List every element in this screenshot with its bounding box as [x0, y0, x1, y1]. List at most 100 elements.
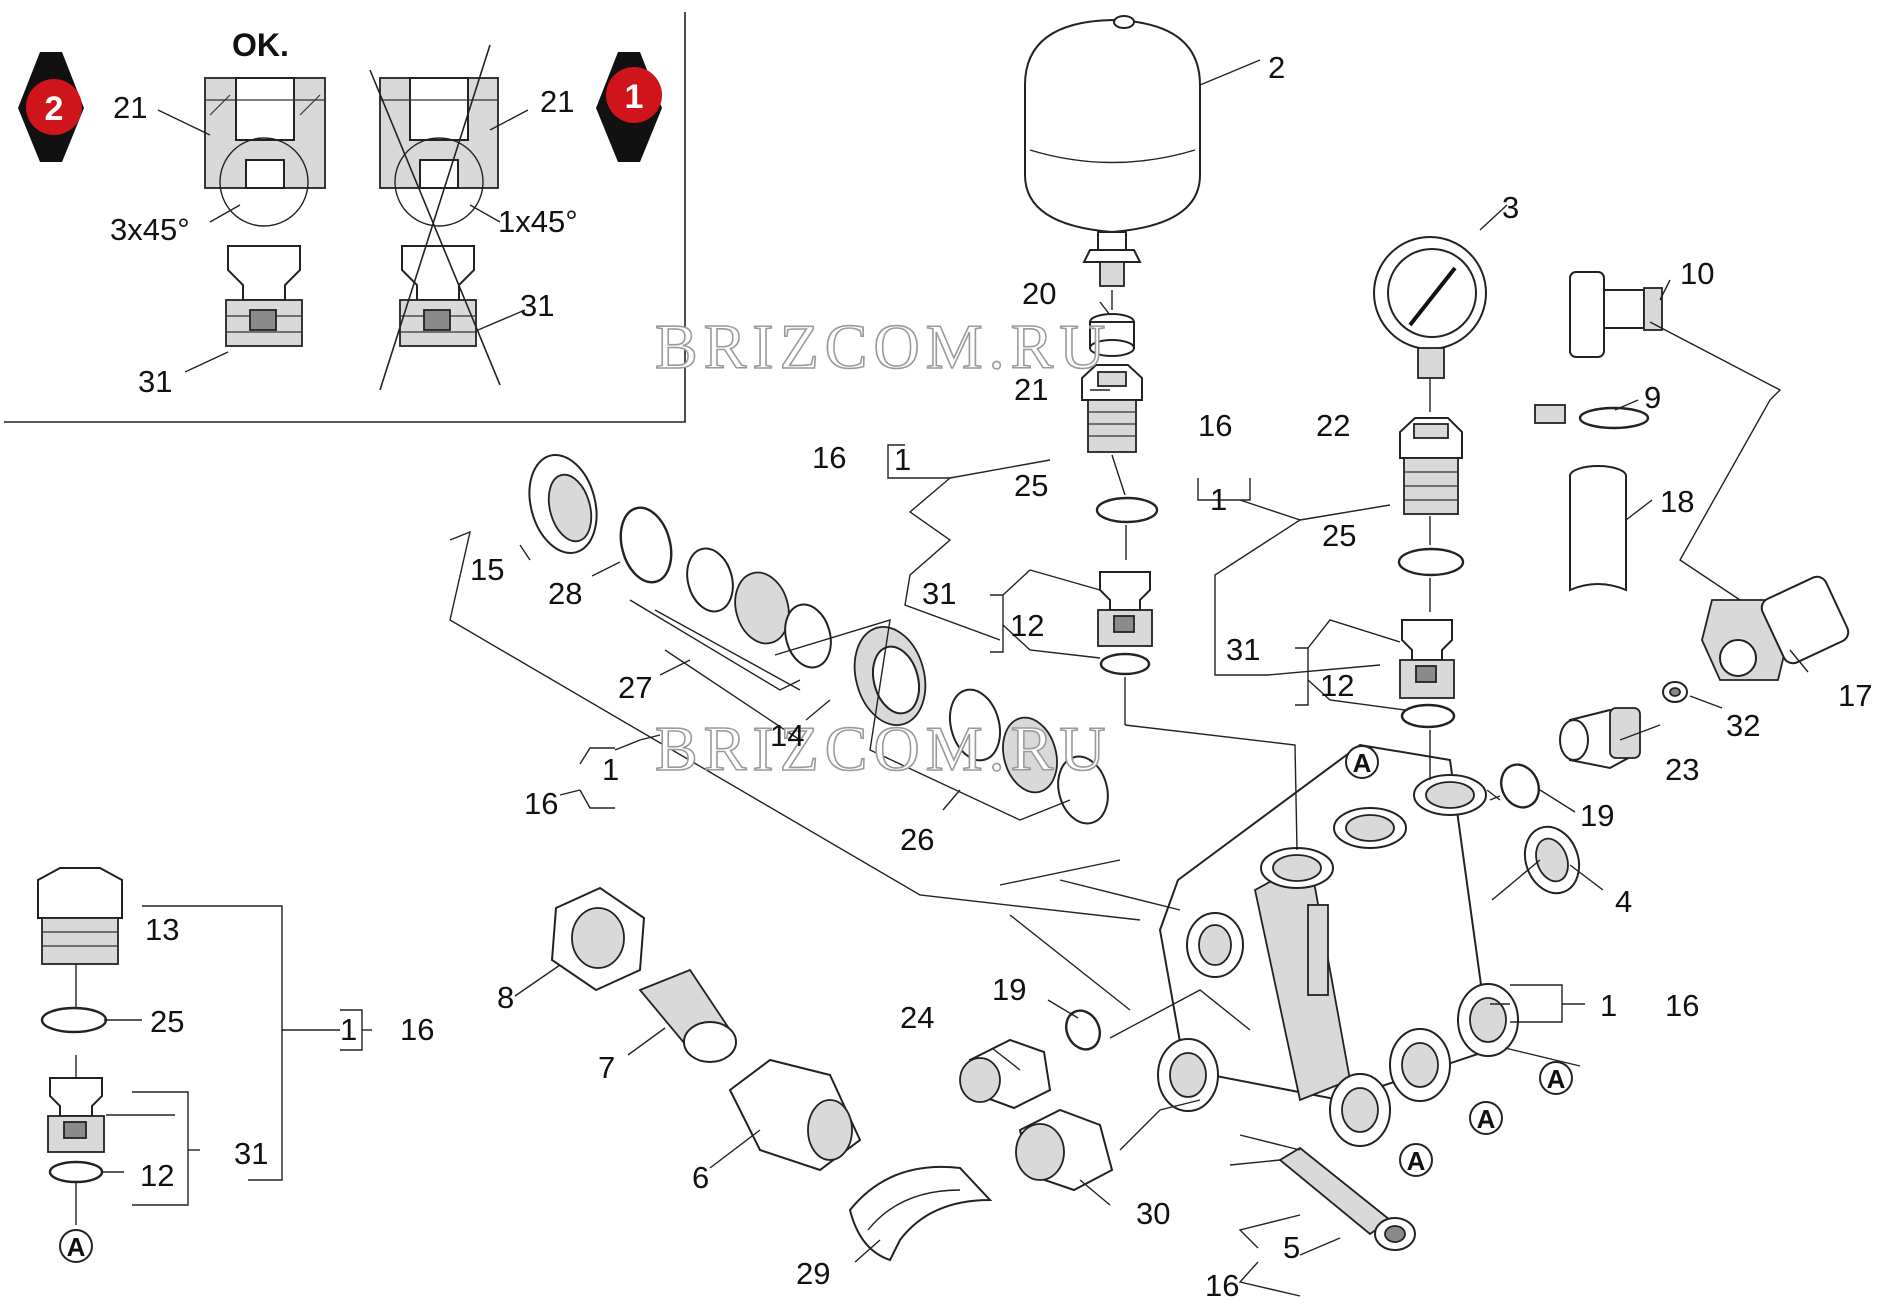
label-12-a: 12 — [1010, 608, 1044, 643]
leader-lines — [75, 59, 1809, 1297]
label-14: 14 — [770, 718, 804, 753]
svg-text:A: A — [1477, 1104, 1496, 1134]
screw-5 — [1278, 1146, 1416, 1251]
label-32: 32 — [1726, 708, 1760, 743]
valve-31-a — [1097, 571, 1153, 647]
label-20: 20 — [1022, 276, 1056, 311]
label-17: 17 — [1838, 678, 1872, 713]
label-31-a: 31 — [922, 576, 956, 611]
seal-stack — [528, 453, 1109, 825]
marker-a-4: A — [1399, 1143, 1433, 1177]
label-31-b: 31 — [1226, 632, 1260, 667]
label-23: 23 — [1665, 752, 1699, 787]
valve-31-c — [47, 1077, 105, 1153]
hose-nozzle-7 — [638, 968, 737, 1063]
label-16-upper-left: 16 — [812, 440, 846, 475]
label-7: 7 — [598, 1050, 615, 1085]
label-22: 22 — [1316, 408, 1350, 443]
label-12-b: 12 — [1320, 668, 1354, 703]
watermark-top: BRIZCOM.RU — [655, 311, 1112, 382]
label-29: 29 — [796, 1256, 830, 1291]
oring-12-c — [48, 1160, 104, 1184]
oring-19-b — [1065, 1009, 1101, 1051]
valve-31-b — [1399, 619, 1455, 699]
inset-label-21-left: 21 — [113, 90, 147, 125]
inset-label-31-right: 31 — [520, 288, 554, 323]
label-25-b: 25 — [1322, 518, 1356, 553]
pump-head-body — [1157, 743, 1519, 1147]
ring-27-c — [784, 603, 832, 669]
hose-18 — [1569, 465, 1627, 592]
svg-text:A: A — [1547, 1064, 1566, 1094]
ring-26-b — [1002, 716, 1058, 794]
label-10: 10 — [1680, 256, 1714, 291]
label-31-c: 31 — [234, 1136, 268, 1171]
plug-13 — [37, 867, 123, 965]
fitting-22 — [1399, 417, 1463, 515]
crossout-line-a — [369, 69, 501, 386]
label-16-left: 16 — [400, 1012, 434, 1047]
fitting-24 — [959, 1038, 1052, 1110]
oring-28 — [619, 506, 673, 584]
label-28: 28 — [548, 576, 582, 611]
valve-good — [225, 245, 303, 347]
oring-25-b — [1397, 547, 1465, 577]
badge-bad-circle — [606, 67, 662, 123]
label-25-c: 25 — [150, 1004, 184, 1039]
label-16-upper-right: 16 — [1198, 408, 1232, 443]
label-2: 2 — [1268, 50, 1285, 85]
label-13: 13 — [145, 912, 179, 947]
label-27: 27 — [618, 670, 652, 705]
oring-25-a — [1095, 496, 1159, 524]
label-24: 24 — [900, 1000, 934, 1035]
marker-a-1: A — [1345, 745, 1379, 779]
svg-text:A: A — [67, 1232, 86, 1262]
fitting-21 — [1081, 364, 1143, 453]
label-16-bottom: 16 — [1205, 1268, 1239, 1303]
oring-12-a — [1099, 652, 1151, 676]
part-labels: 2 3 10 20 21 9 22 16 16 1 1 25 18 25 15 … — [140, 50, 1872, 1303]
badge-bad-number: 1 — [625, 78, 644, 116]
clamp-9 — [1534, 404, 1650, 430]
nipple-23 — [1559, 707, 1641, 770]
reference-markers: A A A A A — [59, 745, 1573, 1263]
inset-label-31-left: 31 — [138, 364, 172, 399]
label-12-c: 12 — [140, 1158, 174, 1193]
elbow-17 — [1701, 575, 1850, 681]
nipple-30 — [1015, 1108, 1114, 1192]
ring-27-b — [734, 571, 790, 645]
oring-19-a — [1500, 763, 1540, 809]
plug-4 — [1523, 825, 1581, 895]
label-6: 6 — [692, 1160, 709, 1195]
label-16-mid: 16 — [524, 786, 558, 821]
pressure-gauge — [1373, 236, 1487, 379]
marker-a-2: A — [1539, 1061, 1573, 1095]
fitting-section-bad — [379, 77, 499, 227]
label-4: 4 — [1615, 884, 1632, 919]
label-9: 9 — [1644, 380, 1661, 415]
detail-inset: OK. 2 1 — [4, 12, 686, 423]
watermark-middle: BRIZCOM.RU — [655, 713, 1112, 784]
nipple-6 — [728, 1058, 862, 1172]
accumulator-tank — [1024, 15, 1201, 287]
fitting-section-good — [204, 77, 326, 227]
badge-good-number: 2 — [45, 90, 64, 128]
label-18: 18 — [1660, 484, 1694, 519]
label-1-upper-left: 1 — [894, 442, 911, 477]
marker-a-3: A — [1469, 1101, 1503, 1135]
ring-26-c — [1057, 755, 1109, 825]
badge-bad: 1 — [596, 52, 662, 162]
svg-text:A: A — [1353, 748, 1372, 778]
label-1-mid: 1 — [602, 752, 619, 787]
label-26: 26 — [900, 822, 934, 857]
inset-label-21-right: 21 — [540, 84, 574, 119]
ring-27-a — [686, 547, 734, 613]
label-1-upper-right: 1 — [1210, 482, 1227, 517]
ring-26-a — [949, 688, 1001, 762]
label-5: 5 — [1283, 1230, 1300, 1265]
label-30: 30 — [1136, 1196, 1170, 1231]
label-1-left: 1 — [340, 1012, 357, 1047]
label-19-a: 19 — [1580, 798, 1614, 833]
label-1-right: 1 — [1600, 988, 1617, 1023]
